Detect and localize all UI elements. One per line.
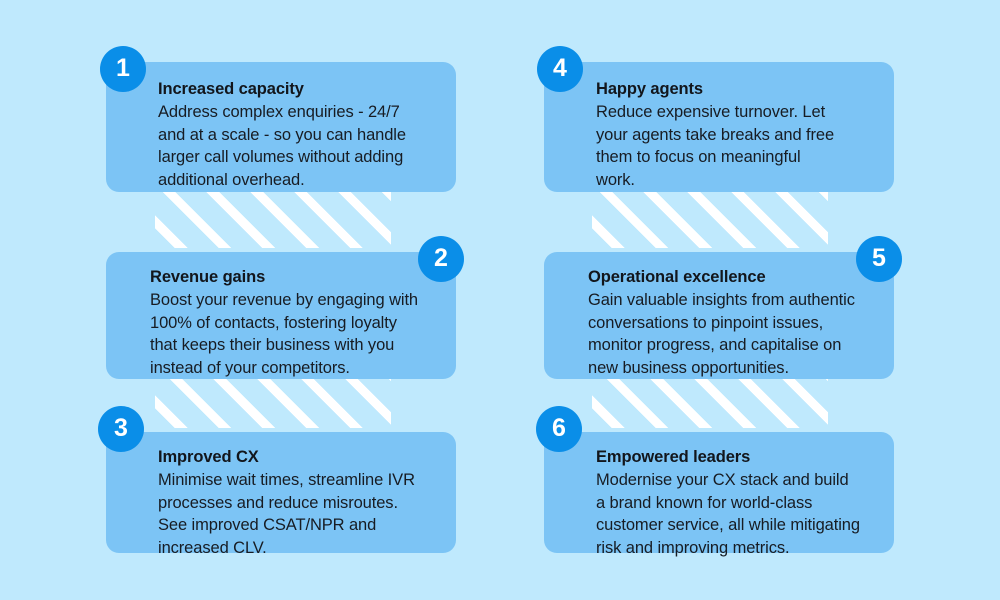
benefit-card-4[interactable]: Happy agents Reduce expensive turnover. … — [544, 62, 894, 192]
benefit-card-1[interactable]: Increased capacity Address complex enqui… — [106, 62, 456, 192]
benefit-card-5-title: Operational excellence — [588, 268, 766, 286]
benefit-card-2[interactable]: Revenue gains Boost your revenue by enga… — [106, 252, 456, 379]
benefit-card-5-number: 5 — [872, 243, 886, 272]
benefit-card-3[interactable]: Improved CX Minimise wait times, streaml… — [106, 432, 456, 557]
benefit-card-3-content: Improved CX Minimise wait times, streaml… — [158, 446, 440, 559]
benefit-card-6-content: Empowered leaders Modernise your CX stac… — [596, 446, 878, 559]
benefit-card-2-title: Revenue gains — [150, 268, 266, 286]
benefit-card-6-title: Empowered leaders — [596, 448, 751, 466]
benefit-card-4-number: 4 — [553, 53, 567, 82]
benefit-card-4-number-badge: 4 — [537, 46, 583, 92]
benefit-card-3-number: 3 — [114, 413, 128, 442]
benefit-card-6-number-badge: 6 — [536, 406, 582, 452]
benefit-card-1-number-badge: 1 — [100, 46, 146, 92]
benefit-card-5-content: Operational excellence Gain valuable ins… — [588, 266, 880, 379]
benefit-card-6-number: 6 — [552, 413, 566, 442]
diagonal-stripes-decoration-right-upper — [592, 192, 828, 248]
benefit-card-4-content: Happy agents Reduce expensive turnover. … — [596, 78, 876, 191]
benefit-card-3-description: Minimise wait times, streamline IVR proc… — [158, 471, 415, 557]
benefit-card-2-number-badge: 2 — [418, 236, 464, 282]
benefit-card-1-number: 1 — [116, 53, 130, 82]
benefit-card-5[interactable]: Operational excellence Gain valuable ins… — [544, 252, 894, 379]
benefit-card-5-number-badge: 5 — [856, 236, 902, 282]
benefit-card-4-title: Happy agents — [596, 80, 703, 98]
benefit-card-2-content: Revenue gains Boost your revenue by enga… — [150, 266, 442, 379]
diagonal-stripes-decoration-right-lower — [592, 375, 828, 428]
benefit-card-1-content: Increased capacity Address complex enqui… — [158, 78, 438, 191]
benefit-card-2-number: 2 — [434, 243, 448, 272]
benefit-card-3-title: Improved CX — [158, 448, 259, 466]
diagonal-stripes-decoration-left-upper — [155, 192, 391, 248]
benefit-card-5-description: Gain valuable insights from authentic co… — [588, 291, 855, 377]
benefit-card-1-title: Increased capacity — [158, 80, 304, 98]
benefit-card-6[interactable]: Empowered leaders Modernise your CX stac… — [544, 432, 894, 557]
benefit-card-1-description: Address complex enquiries - 24/7 and at … — [158, 103, 406, 189]
diagonal-stripes-decoration-left-lower — [155, 375, 391, 428]
benefit-card-6-description: Modernise your CX stack and build a bran… — [596, 471, 860, 557]
benefit-card-2-description: Boost your revenue by engaging with 100%… — [150, 291, 419, 377]
benefit-card-3-number-badge: 3 — [98, 406, 144, 452]
benefit-card-4-description: Reduce expensive turnover. Let your agen… — [596, 103, 835, 189]
